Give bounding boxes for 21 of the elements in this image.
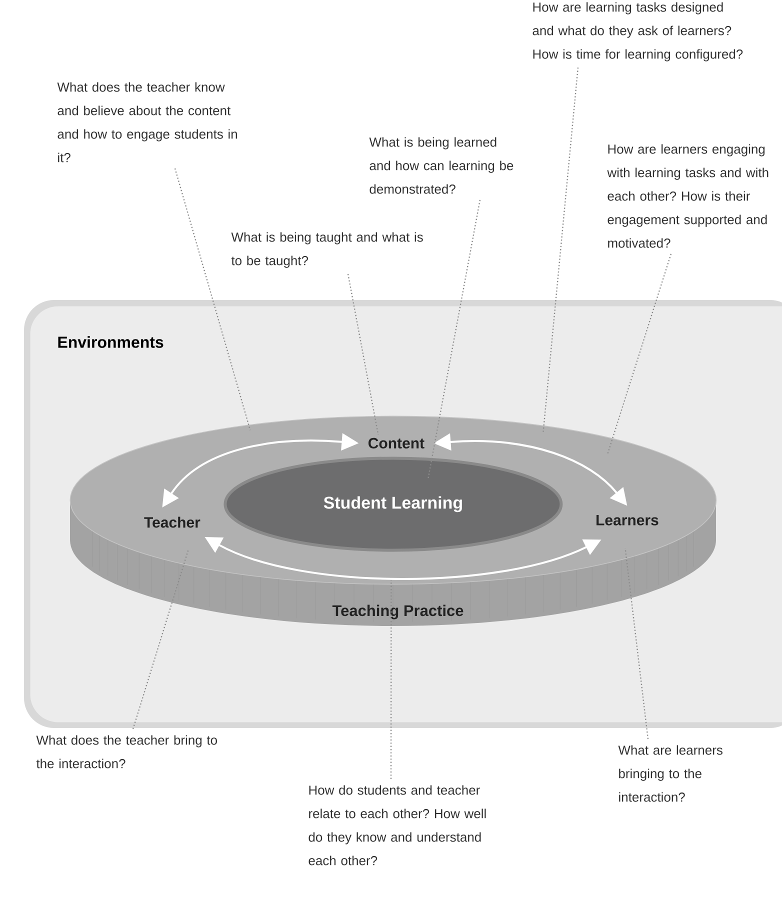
leader-line — [428, 200, 481, 478]
ring-label: Content — [368, 438, 424, 448]
question-text: What are learners bringing to the interaction? — [618, 745, 722, 802]
leader-line — [347, 274, 379, 435]
leader-line — [542, 67, 579, 432]
leader-line — [624, 548, 649, 740]
ring-label: Teacher — [144, 516, 200, 528]
question-text: How are learners engaging with learning tasks and with each other? How is their engagement supported and motivated? — [607, 144, 768, 248]
question-text: What is being taught and what is to be taught? — [231, 232, 423, 268]
leader-line — [132, 550, 189, 730]
question-text: What is being learned and how can learning be demonstrated? — [369, 137, 514, 194]
leader-line — [390, 580, 392, 779]
ring-label: Learners — [596, 514, 658, 526]
question-text: How are learning tasks designed and what do they ask of learners? How is time for learning configured? — [532, 2, 743, 62]
leader-line — [174, 168, 251, 430]
question-text: What does the teacher know and believe about the content and how to engage students in it? — [57, 82, 237, 162]
leader-line — [606, 254, 672, 456]
panel-heading: Environments — [58, 336, 164, 348]
ring-label: Teaching Practice — [332, 604, 464, 620]
question-text: What does the teacher bring to the interaction? — [36, 735, 217, 768]
question-text: How do students and teacher relate to each other? How well do they know and understand each other? — [308, 785, 486, 866]
